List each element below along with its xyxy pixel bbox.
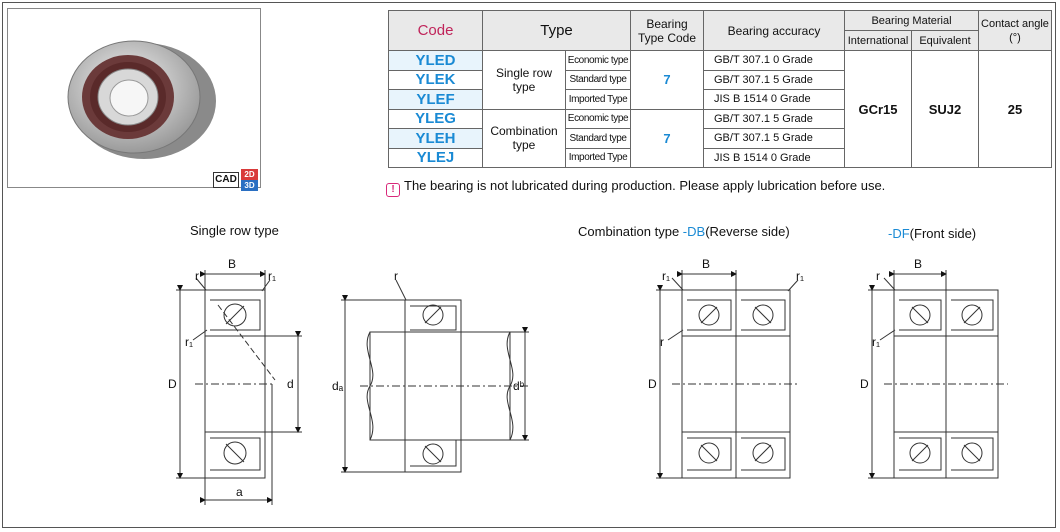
single-row-title: Single row type — [190, 223, 279, 238]
label-r1: r₁ — [662, 269, 670, 283]
label-d: d — [287, 377, 294, 391]
header-material: Bearing Material — [844, 10, 979, 31]
accuracy-cell: GB/T 307.1 5 Grade — [703, 128, 845, 149]
label-r1: r₁ — [796, 269, 804, 283]
header-type-code: Bearing Type Code — [630, 10, 704, 51]
label-r: r — [394, 269, 398, 283]
accuracy-cell: GB/T 307.1 0 Grade — [703, 50, 845, 71]
label-r1: r₁ — [185, 335, 193, 349]
df-code: -DF — [888, 226, 910, 241]
label-D: D — [860, 377, 869, 391]
single-row-drawing — [176, 270, 302, 505]
label-r1: r₁ — [872, 335, 880, 349]
label-r: r — [195, 269, 199, 283]
df-label: (Front side) — [909, 226, 977, 241]
label-D: D — [648, 377, 657, 391]
cad-badge[interactable]: CAD 2D 3D — [213, 169, 259, 191]
type-cell: Single row type — [482, 50, 566, 110]
db-drawing — [656, 270, 800, 479]
header-equivalent: Equivalent — [911, 30, 979, 51]
spec-table: Code Type Bearing Type Code Bearing accu… — [388, 10, 1052, 168]
bearing-photo-icon — [67, 40, 216, 159]
label-r1: r₁ — [268, 269, 276, 283]
label-da: dₐ — [332, 379, 344, 393]
combination-title: Combination type -DB(Reverse side) — [578, 224, 790, 239]
header-code: Code — [388, 10, 483, 51]
code-cell: YLEK — [388, 69, 483, 90]
mounting-drawing — [341, 279, 530, 473]
type-cell: Combination type — [482, 108, 566, 168]
db-code: -DB — [682, 224, 706, 239]
header-accuracy: Bearing accuracy — [703, 10, 845, 51]
label-D: D — [168, 377, 177, 391]
code-cell: YLEF — [388, 89, 483, 110]
material-equivalent-cell: SUJ2 — [911, 50, 979, 168]
label-a: a — [236, 485, 243, 499]
header-type: Type — [482, 10, 631, 51]
subtype-cell: Imported Type — [565, 147, 631, 168]
header-contact-angle: Contact angle (°) — [978, 10, 1052, 51]
type-code-cell: 7 — [630, 108, 704, 168]
label-B: B — [914, 257, 922, 271]
df-title: -DF(Front side) — [888, 226, 976, 241]
accuracy-cell: JIS B 1514 0 Grade — [703, 147, 845, 168]
note-text: The bearing is not lubricated during pro… — [404, 178, 886, 193]
label-B: B — [228, 257, 236, 271]
df-drawing — [868, 270, 1008, 479]
type-code-cell: 7 — [630, 50, 704, 110]
warning-icon: ! — [386, 183, 400, 197]
code-cell: YLEH — [388, 128, 483, 149]
label-B: B — [702, 257, 710, 271]
label-r: r — [876, 269, 880, 283]
material-international-cell: GCr15 — [844, 50, 912, 168]
contact-angle-cell: 25 — [978, 50, 1052, 168]
label-r: r — [660, 335, 664, 349]
db-label: (Reverse side) — [705, 224, 790, 239]
lubrication-note: ! The bearing is not lubricated during pr… — [386, 178, 885, 197]
cad-2d-badge[interactable]: 2D — [241, 169, 258, 180]
cad-3d-badge[interactable]: 3D — [241, 180, 258, 191]
code-cell: YLEJ — [388, 147, 483, 168]
code-cell: YLEG — [388, 108, 483, 129]
cad-label: CAD — [213, 172, 239, 188]
product-photo: CAD 2D 3D — [7, 8, 261, 191]
combination-title-text: Combination type — [578, 224, 680, 239]
label-db: dᵇ — [513, 379, 525, 393]
